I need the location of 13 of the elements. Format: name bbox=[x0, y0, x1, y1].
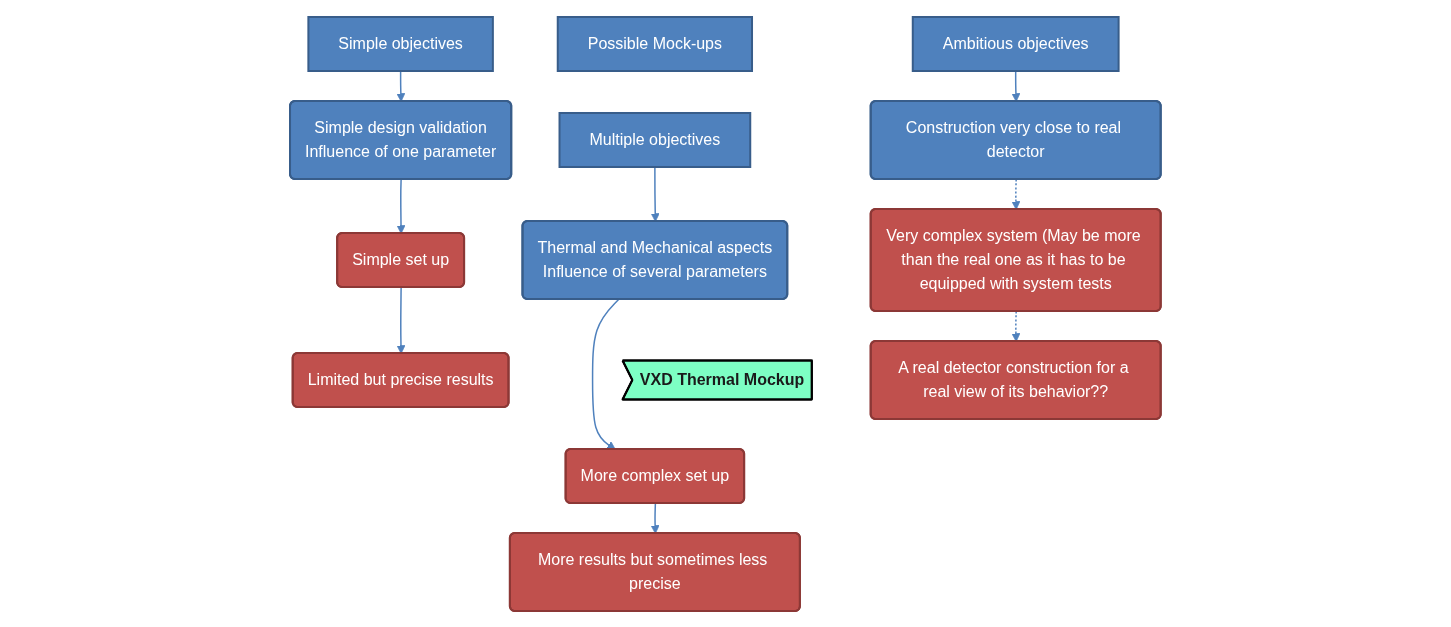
arrow bbox=[650, 502, 660, 534]
node-box: Simple objectives bbox=[307, 15, 495, 72]
arrow bbox=[1011, 310, 1021, 342]
arrow bbox=[1011, 69, 1021, 102]
arrow bbox=[396, 286, 406, 354]
node-box: Ambitious objectives bbox=[911, 15, 1120, 72]
arrow bbox=[396, 178, 406, 234]
arrow bbox=[1011, 178, 1021, 210]
arrow bbox=[592, 298, 620, 450]
arrow bbox=[651, 165, 660, 222]
arrow bbox=[396, 69, 406, 102]
node-box: Possible Mock-ups bbox=[556, 15, 754, 72]
node-box: Multiple objectives bbox=[558, 111, 752, 168]
